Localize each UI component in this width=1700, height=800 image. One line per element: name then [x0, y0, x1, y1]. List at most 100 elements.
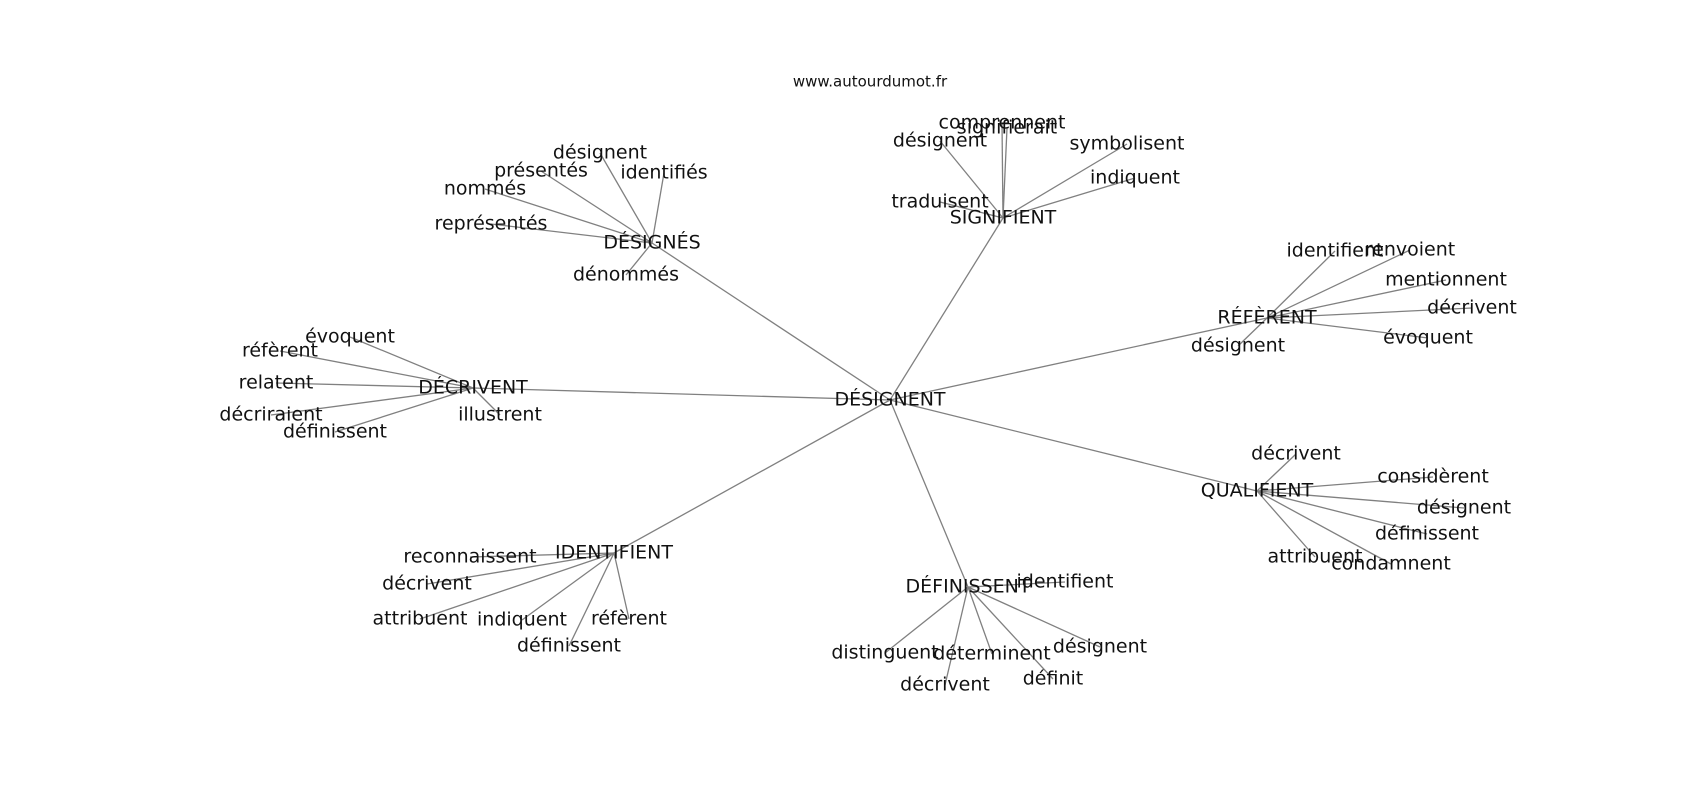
leaf-word[interactable]: nommés [444, 178, 526, 200]
edge-center-to-hub [613, 399, 891, 554]
edge-hub-to-leaf [1256, 490, 1392, 565]
leaf-word[interactable]: renvoient [1365, 239, 1455, 261]
edge-hub-to-leaf [334, 387, 474, 433]
leaf-word[interactable]: condamnent [1331, 553, 1451, 575]
leaf-word[interactable]: évoquent [1383, 327, 1473, 349]
edge-hub-to-leaf [1266, 249, 1411, 319]
edge-hub-to-leaf [599, 152, 653, 244]
site-label[interactable]: www.autourdumot.fr [793, 73, 948, 91]
edge-hub-to-leaf [279, 350, 474, 389]
center-word[interactable]: DÉSIGNENT [834, 388, 945, 411]
leaf-word[interactable]: désignent [1417, 497, 1511, 519]
leaf-word[interactable]: comprennent [939, 112, 1066, 134]
leaf-word[interactable]: définissent [1375, 523, 1479, 545]
leaf-word[interactable]: décrivent [1251, 443, 1341, 465]
leaf-word[interactable]: indiquent [477, 609, 567, 631]
edge-hub-to-leaf [967, 586, 1054, 680]
leaf-word[interactable]: distinguent [831, 642, 938, 664]
edge-hub-to-leaf [349, 336, 474, 389]
leaf-word[interactable]: identifient [1017, 571, 1114, 593]
edge-hub-to-leaf [568, 552, 615, 647]
edge-hub-to-leaf [944, 586, 969, 686]
leaf-word[interactable]: déterminent [933, 643, 1050, 665]
edge-hub-to-leaf [1266, 317, 1429, 339]
hub-word[interactable]: QUALIFIENT [1201, 480, 1314, 502]
edge-hub-to-leaf [490, 223, 653, 244]
edge-center-to-hub [472, 387, 891, 401]
edge-hub-to-leaf [1002, 143, 1128, 219]
edge-hub-to-leaf [270, 387, 474, 416]
edge-hub-to-leaf [1001, 122, 1004, 219]
edge-center-to-hub [889, 399, 1258, 492]
edge-hub-to-leaf [1237, 317, 1268, 347]
edge-hub-to-leaf [884, 586, 969, 654]
leaf-word[interactable]: représentés [435, 213, 548, 235]
leaf-word[interactable]: définissent [517, 635, 621, 657]
hub-word[interactable]: SIGNIFIENT [950, 207, 1057, 229]
hub-word[interactable]: DÉFINISSENT [906, 575, 1031, 598]
leaf-word[interactable]: réfèrent [591, 608, 667, 630]
hub-word[interactable]: IDENTIFIENT [555, 542, 673, 564]
edge-hub-to-leaf [1256, 490, 1316, 558]
edge-hub-to-leaf [521, 552, 615, 621]
leaf-word[interactable]: mentionnent [1385, 269, 1507, 291]
leaf-word[interactable]: décrivent [900, 674, 990, 696]
edge-hub-to-leaf [1002, 127, 1008, 219]
leaf-word[interactable]: signifierait [957, 117, 1057, 139]
edge-hub-to-leaf [469, 552, 615, 558]
graph-labels: www.autourdumot.fr DÉSIGNENT SIGNIFIENTtr… [219, 73, 1516, 696]
edge-center-to-hub [889, 399, 969, 588]
edge-hub-to-leaf [967, 581, 1066, 588]
leaf-word[interactable]: illustrent [458, 404, 542, 426]
edge-hub-to-leaf [484, 188, 653, 244]
leaf-word[interactable]: décriraient [219, 404, 322, 426]
leaf-word[interactable]: décrivent [1427, 297, 1517, 319]
edge-hub-to-leaf [540, 170, 653, 244]
leaf-word[interactable]: définit [1023, 668, 1084, 690]
leaf-word[interactable]: considèrent [1377, 466, 1489, 488]
edge-hub-to-leaf [275, 382, 474, 389]
leaf-word[interactable]: relatent [239, 372, 314, 394]
leaf-word[interactable]: dénommés [573, 264, 679, 286]
edge-hub-to-leaf [1256, 453, 1297, 492]
leaf-word[interactable]: attribuent [1268, 546, 1363, 568]
edge-hub-to-leaf [1256, 476, 1434, 492]
graph-edges [270, 122, 1473, 686]
hub-word[interactable]: DÉCRIVENT [418, 376, 528, 399]
leaf-word[interactable]: identifiés [620, 162, 707, 184]
edge-hub-to-leaf [613, 552, 630, 620]
leaf-word[interactable]: reconnaissent [403, 546, 536, 568]
leaf-word[interactable]: définissent [283, 421, 387, 443]
leaf-word[interactable]: décrivent [382, 573, 472, 595]
edge-hub-to-leaf [1266, 279, 1447, 319]
edge-hub-to-leaf [426, 552, 615, 585]
leaf-word[interactable]: évoquent [305, 326, 395, 348]
hub-word[interactable]: RÉFÈRENT [1217, 306, 1317, 329]
edge-hub-to-leaf [967, 586, 1101, 648]
leaf-word[interactable]: identifient [1287, 240, 1384, 262]
edge-center-to-hub [651, 242, 891, 401]
leaf-word[interactable]: indiquent [1090, 167, 1180, 189]
edge-hub-to-leaf [1002, 177, 1136, 219]
leaf-word[interactable]: désignent [893, 130, 987, 152]
leaf-word[interactable]: symbolisent [1070, 133, 1185, 155]
leaf-word[interactable]: traduisent [891, 191, 988, 213]
hub-word[interactable]: DÉSIGNÉS [603, 231, 700, 254]
leaf-word[interactable]: attribuent [373, 608, 468, 630]
edge-center-to-hub [889, 217, 1004, 401]
edge-hub-to-leaf [1266, 307, 1473, 319]
leaf-word[interactable]: présentés [494, 160, 588, 182]
edge-hub-to-leaf [1256, 490, 1428, 535]
leaf-word[interactable]: désignent [1191, 335, 1285, 357]
edge-hub-to-leaf [419, 552, 615, 620]
leaf-word[interactable]: réfèrent [242, 340, 318, 362]
edge-hub-to-leaf [939, 201, 1004, 219]
edge-hub-to-leaf [472, 387, 501, 416]
leaf-word[interactable]: désignent [553, 142, 647, 164]
edge-hub-to-leaf [939, 140, 1004, 219]
edge-hub-to-leaf [1266, 250, 1336, 319]
edge-center-to-hub [889, 317, 1268, 401]
leaf-word[interactable]: désignent [1053, 636, 1147, 658]
edge-hub-to-leaf [625, 242, 653, 276]
